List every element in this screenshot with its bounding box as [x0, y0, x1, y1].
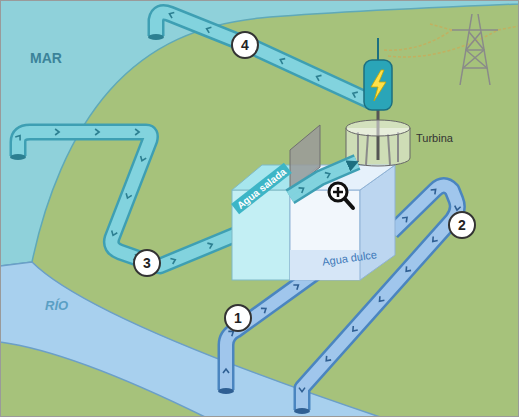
flow-arrow [351, 326, 358, 333]
flow-arrow [15, 134, 22, 141]
callout-number: 4 [231, 31, 259, 59]
node-text: Agua dulce [321, 248, 377, 268]
turbine-blade [366, 134, 368, 165]
connector-line [290, 162, 357, 197]
flow-arrow [55, 129, 59, 135]
flow-arrow [315, 74, 321, 81]
callout-number: 1 [224, 304, 252, 332]
membrane [290, 125, 320, 192]
area-label: RÍO [45, 298, 68, 313]
flow-arrow [139, 156, 146, 162]
tower-arm [452, 29, 498, 31]
flow-arrow [454, 206, 461, 211]
flow-arrow [261, 306, 268, 313]
flow-arrow [377, 296, 384, 303]
flow-arrow [279, 57, 285, 64]
tower-lattice [463, 32, 487, 68]
pipe-core [18, 132, 242, 266]
flow-arrow [431, 187, 438, 194]
pipe-outline [156, 12, 372, 102]
flow-arrow [325, 171, 331, 178]
pipe-connector [290, 162, 357, 197]
pipe-opening [294, 408, 310, 414]
pipe-4 [148, 11, 372, 102]
flow-arrow [324, 356, 331, 363]
flow-arrow [110, 231, 117, 237]
pipe-core [290, 162, 357, 197]
tower-brace [463, 67, 487, 69]
power-tower [384, 14, 519, 85]
turbine-top [346, 120, 410, 136]
flow-arrow [299, 388, 305, 392]
flow-arrow [352, 90, 358, 97]
flow-arrow [125, 193, 132, 199]
generator [364, 60, 392, 110]
turbine-node: Turbina [344, 118, 472, 162]
pipe-outline [18, 132, 242, 266]
power-wire [498, 26, 519, 30]
flow-arrow [205, 26, 211, 33]
flow-arrow [207, 242, 213, 249]
area-label: MAR [30, 50, 62, 66]
flow-arrow [431, 237, 438, 244]
generator-spike [377, 38, 379, 62]
callout-number: 2 [448, 211, 476, 239]
magnifier-handle [345, 199, 353, 208]
turbine-blade [357, 132, 359, 162]
flow-arrow [402, 215, 409, 222]
flow-arrow [170, 257, 176, 264]
flow-arrow [299, 186, 306, 193]
flow-arrow [135, 129, 139, 135]
magnifier-plus [337, 187, 340, 197]
power-wire [384, 30, 452, 50]
pipe-3 [10, 129, 242, 266]
pipe-core [156, 12, 372, 102]
turbine-blade [388, 134, 390, 165]
pipe-outline [290, 162, 357, 197]
fresh-water-compartment: Agua dulce [292, 192, 390, 280]
river [0, 262, 380, 417]
tower-brace [466, 49, 484, 51]
callout-number: 3 [133, 249, 161, 277]
pipe-opening [218, 388, 234, 394]
salt-water-compartment: Agua salada [232, 160, 290, 270]
pipe-opening [10, 154, 26, 160]
node-text: Agua salada [231, 163, 292, 214]
lightning-bolt [371, 70, 386, 101]
pipe-opening [148, 34, 164, 40]
node-text: Turbina [416, 132, 453, 144]
flow-arrow [293, 283, 300, 290]
flow-arrow [168, 11, 174, 18]
flow-arrow [223, 369, 229, 373]
power-wire [430, 24, 452, 30]
flow-arrow [404, 266, 411, 273]
turbine-blade [397, 132, 399, 162]
flow-arrow [95, 129, 99, 135]
